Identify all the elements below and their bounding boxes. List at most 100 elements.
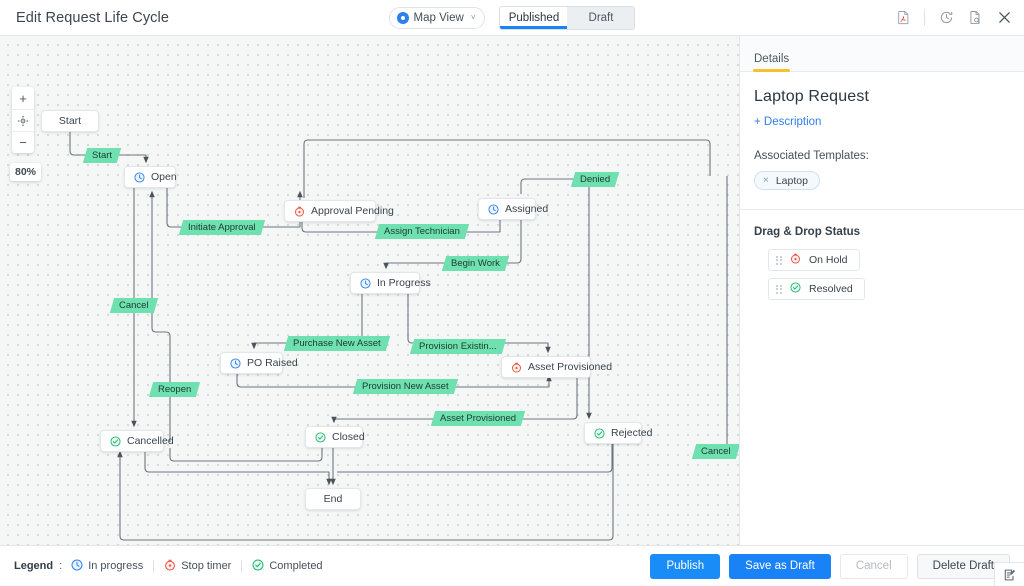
header-center-controls: Map View ˅ Published Draft: [0, 5, 1024, 30]
app-footer: Legend : In progress Stop timer Complete…: [0, 545, 1024, 586]
tab-draft[interactable]: Draft: [567, 6, 635, 29]
edge-label-initiate-approval[interactable]: Initiate Approval: [178, 220, 265, 235]
map-view-dropdown[interactable]: Map View ˅: [388, 6, 486, 29]
node-end[interactable]: End: [305, 488, 361, 510]
publish-state-toggle[interactable]: Published Draft: [499, 5, 636, 30]
node-assigned[interactable]: Assigned: [478, 198, 548, 220]
header-divider: [924, 9, 925, 26]
completed-icon: [594, 427, 605, 439]
inprogress-icon: [71, 559, 83, 574]
zoom-controls[interactable]: + −: [12, 87, 34, 153]
inprogress-icon: [360, 277, 371, 289]
status-item-on-hold[interactable]: On Hold: [768, 249, 860, 271]
template-chip-laptop[interactable]: × Laptop: [754, 171, 820, 190]
header-actions: [895, 9, 1012, 26]
tab-published[interactable]: Published: [500, 6, 568, 29]
node-rejected[interactable]: Rejected: [584, 422, 652, 444]
edge-label-start[interactable]: Start: [82, 148, 122, 163]
legend-item-completed: Completed: [252, 559, 323, 574]
legend-item-label: In progress: [88, 560, 144, 572]
pdf-export-icon[interactable]: [895, 10, 911, 26]
close-icon[interactable]: [996, 10, 1012, 26]
cancel-button[interactable]: Cancel: [839, 553, 908, 579]
fit-to-screen-icon[interactable]: [12, 109, 34, 131]
history-clock-icon[interactable]: [938, 10, 954, 26]
stoptimer-icon: [511, 362, 522, 373]
node-cancelled[interactable]: Cancelled: [100, 430, 174, 452]
associated-templates-label: Associated Templates:: [754, 150, 869, 162]
inprogress-icon: [230, 357, 241, 369]
edge-label-provision-existing[interactable]: Provision Existin...: [409, 339, 506, 354]
drag-drop-status-list: On Hold Resolved: [754, 249, 1010, 300]
inprogress-icon: [134, 171, 145, 183]
zoom-in-button[interactable]: +: [19, 90, 27, 106]
edit-note-icon[interactable]: [994, 562, 1024, 586]
drag-drop-status-title: Drag & Drop Status: [754, 226, 861, 238]
node-approval-pending[interactable]: Approval Pending: [284, 200, 394, 222]
remove-icon[interactable]: ×: [763, 175, 769, 186]
map-view-label: Map View: [413, 11, 464, 24]
legend-divider: [153, 559, 155, 573]
zoom-out-button[interactable]: −: [12, 131, 34, 153]
page-title: Edit Request Life Cycle: [16, 9, 170, 26]
node-label: Cancelled: [127, 435, 174, 447]
legend-label: Legend: [14, 560, 54, 572]
node-label: Assigned: [505, 203, 549, 215]
node-label: Approval Pending: [311, 205, 394, 217]
node-in-progress[interactable]: In Progress: [350, 272, 431, 294]
status-item-resolved[interactable]: Resolved: [768, 278, 865, 300]
lifecycle-canvas[interactable]: + − 80%: [0, 36, 740, 545]
edge-label-cancel-left[interactable]: Cancel: [109, 298, 158, 313]
node-label: Open: [151, 171, 177, 183]
edge-label-cancel-right[interactable]: Cancel: [691, 444, 739, 459]
drag-handle-icon[interactable]: [776, 284, 782, 294]
legend-colon: :: [59, 560, 63, 572]
save-as-draft-button[interactable]: Save as Draft: [729, 553, 831, 579]
edge-label-reopen[interactable]: Reopen: [148, 382, 201, 397]
legend-item-label: Stop timer: [181, 560, 232, 572]
node-label: End: [323, 493, 343, 505]
eye-icon: [396, 11, 409, 24]
node-label: In Progress: [377, 277, 431, 289]
publish-button[interactable]: Publish: [650, 553, 721, 579]
node-start[interactable]: Start: [41, 110, 99, 132]
stoptimer-icon: [294, 206, 305, 217]
status-item-label: On Hold: [809, 254, 848, 266]
app-header: Edit Request Life Cycle Map View ˅ Publi…: [0, 0, 1024, 36]
edge-label-provision-new-asset[interactable]: Provision New Asset: [352, 379, 458, 394]
status-item-label: Resolved: [809, 283, 853, 295]
node-asset-provisioned[interactable]: Asset Provisioned: [501, 356, 612, 378]
panel-divider: [740, 209, 1024, 210]
edge-label-denied[interactable]: Denied: [570, 172, 620, 187]
request-title: Laptop Request: [754, 88, 870, 105]
details-tabbar: Details: [740, 36, 1024, 72]
node-open[interactable]: Open: [124, 166, 177, 188]
stoptimer-icon: [164, 559, 176, 574]
stoptimer-icon: [790, 253, 801, 267]
edge-label-begin-work[interactable]: Begin Work: [441, 256, 510, 271]
lifecycle-edges: [69, 121, 728, 541]
footer-buttons: Publish Save as Draft Cancel Delete Draf…: [650, 553, 1010, 579]
edge-label-purchase-new-asset[interactable]: Purchase New Asset: [283, 336, 390, 351]
edge-label-assign-technician[interactable]: Assign Technician: [374, 224, 470, 239]
node-label: Asset Provisioned: [528, 361, 613, 373]
legend-item-label: Completed: [269, 560, 323, 572]
details-panel: Details Laptop Request + Description Ass…: [740, 36, 1024, 545]
legend-divider: [241, 559, 243, 573]
node-label: Rejected: [611, 427, 653, 439]
page-body: + − 80%: [0, 36, 1024, 545]
chevron-down-icon: ˅: [470, 13, 476, 22]
tab-details[interactable]: Details: [752, 53, 791, 72]
document-search-icon[interactable]: [967, 10, 983, 26]
legend-item-in-progress: In progress: [71, 559, 143, 574]
template-chip-label: Laptop: [775, 174, 808, 187]
drag-handle-icon[interactable]: [776, 255, 782, 265]
node-label: PO Raised: [247, 357, 298, 369]
add-description-link[interactable]: + Description: [754, 116, 822, 128]
node-closed[interactable]: Closed: [305, 426, 365, 448]
node-label: Start: [58, 115, 82, 127]
node-po-raised[interactable]: PO Raised: [220, 352, 298, 374]
edge-label-asset-provisioned[interactable]: Asset Provisioned: [430, 411, 526, 426]
completed-icon: [315, 431, 326, 443]
